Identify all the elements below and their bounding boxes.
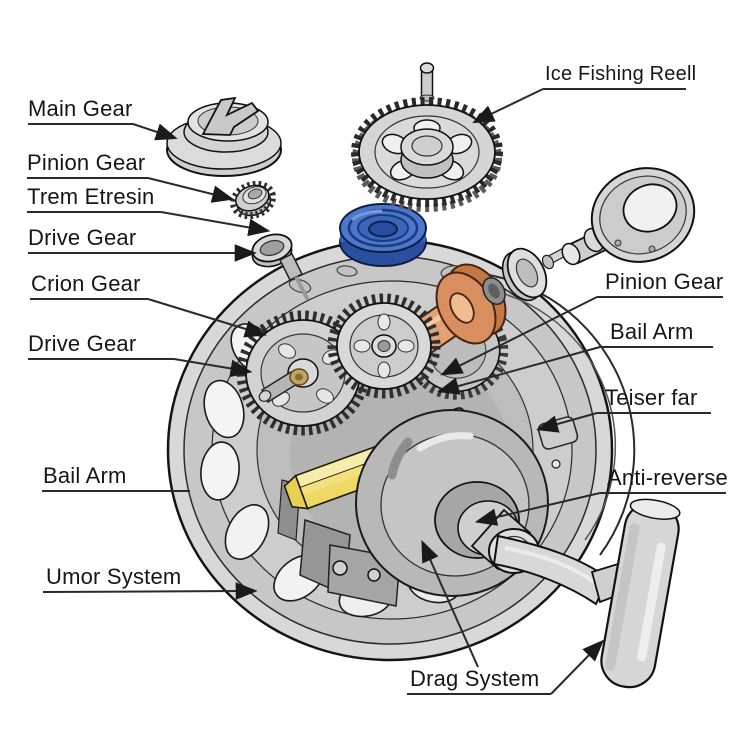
blue-bearing-part	[339, 203, 427, 267]
main-gear-part	[166, 96, 282, 177]
label-bail-arm-right: Bail Arm	[610, 319, 694, 344]
leader-lines	[27, 88, 726, 695]
label-crion-gear: Crion Gear	[31, 271, 141, 296]
label-teiser-far: Teiser far	[605, 385, 698, 410]
body-gears-part	[236, 293, 441, 436]
label-anti-reverse: Anti-reverse	[607, 465, 728, 490]
label-bail-arm-left: Bail Arm	[43, 463, 127, 488]
label-trem-etresin: Trem Etresin	[27, 184, 155, 209]
label-main-gear: Main Gear	[28, 96, 133, 121]
side-plate-ring-part	[561, 167, 696, 266]
label-umor-system: Umor System	[46, 564, 182, 589]
label-drag-system: Drag System	[410, 666, 540, 691]
handle-part	[492, 498, 681, 689]
label-ice-fishing-reell: Ice Fishing Reell	[545, 63, 697, 85]
drive-washer-part	[251, 233, 310, 301]
pinion-gear-part	[230, 180, 276, 220]
label-drive-gear-lower: Drive Gear	[28, 331, 137, 356]
label-drive-gear-upper: Drive Gear	[28, 225, 137, 250]
washer-parts	[482, 247, 568, 305]
top-drive-gear-part	[351, 62, 503, 212]
label-pinion-gear-left: Pinion Gear	[27, 150, 146, 175]
label-pinion-gear-right: Pinion Gear	[605, 269, 724, 294]
